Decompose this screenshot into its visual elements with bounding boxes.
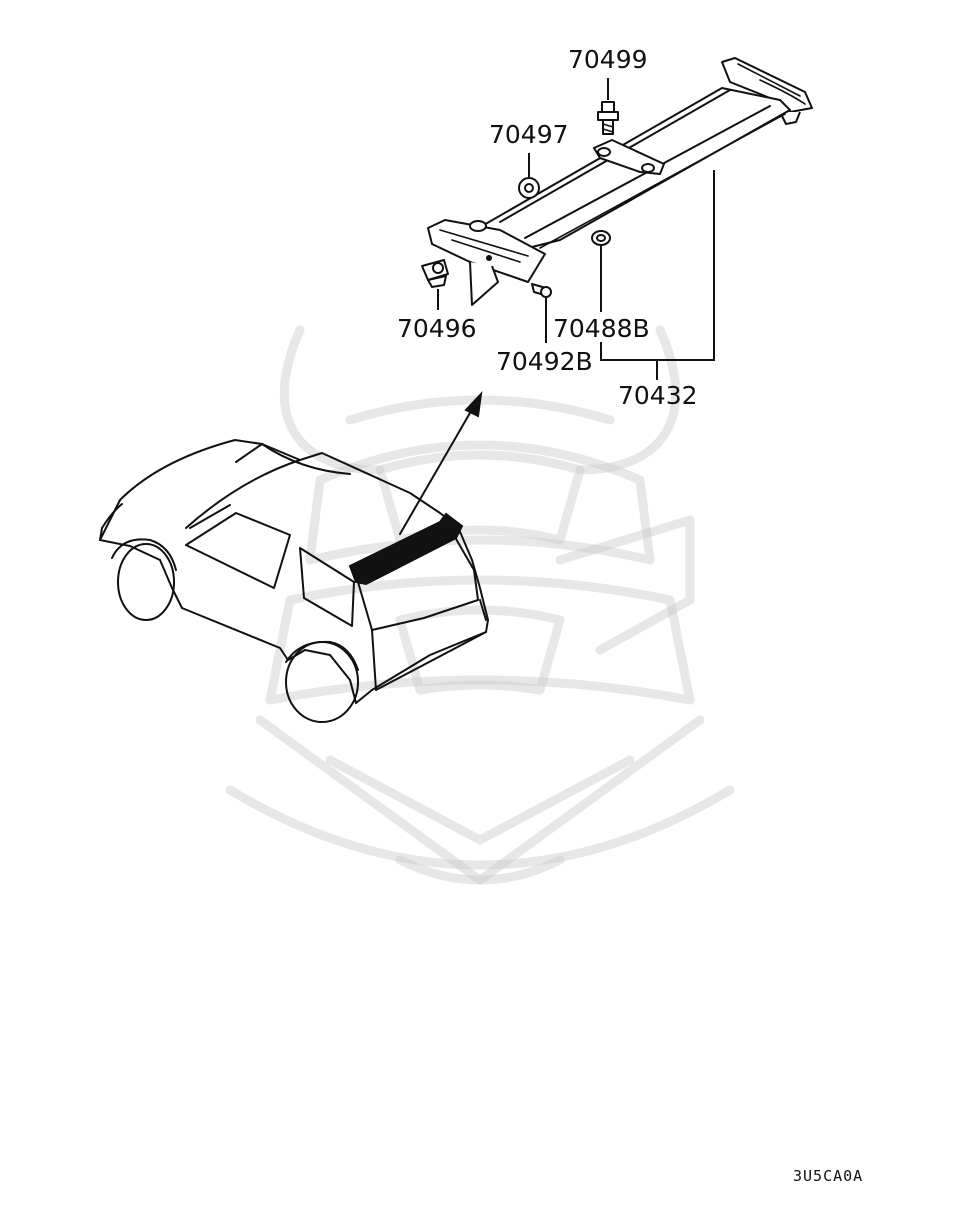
part-number-70492b: 70492B [496,347,593,376]
leader-lines [437,78,715,380]
pointer-arrow [399,391,483,535]
callouts: 70499 70497 70496 70488B 70492B 70432 [397,45,698,410]
part-number-70496: 70496 [397,314,477,343]
part-number-70488b: 70488B [553,314,650,343]
diagram-code: 3U5CA0A [793,1167,863,1185]
vehicle-outline [99,439,489,723]
part-number-70499: 70499 [568,45,648,74]
rear-spoiler-assembly [421,57,813,306]
watermark-logo [225,325,735,885]
part-number-70497: 70497 [489,120,569,149]
part-number-70432: 70432 [618,381,698,410]
